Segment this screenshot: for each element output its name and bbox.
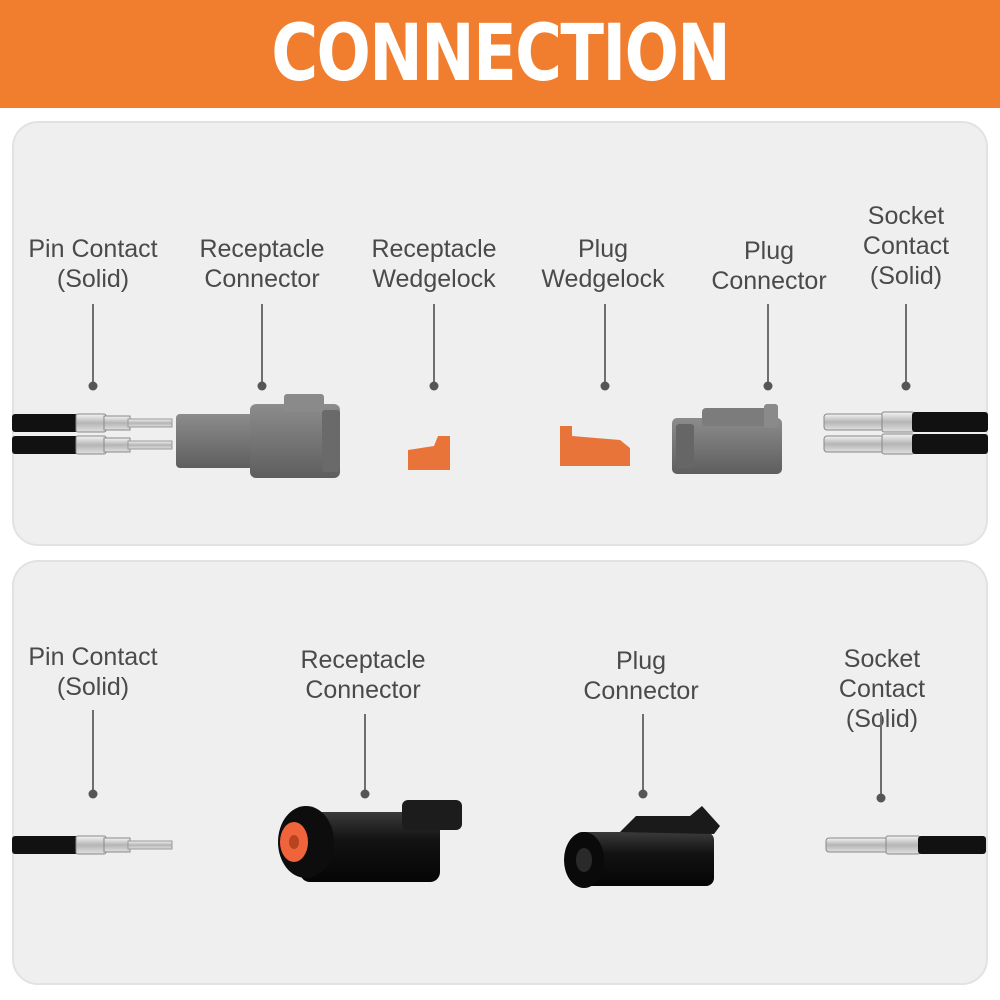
leader-line — [261, 304, 263, 386]
leader-line — [767, 304, 769, 386]
label-pin-contact: Pin Contact (Solid) — [28, 643, 158, 701]
receptacle-connector-icon — [278, 800, 462, 882]
leader-line — [604, 304, 606, 386]
page-title: CONNECTION — [271, 9, 731, 99]
label-socket-contact: Socket Contact (Solid) — [862, 202, 950, 290]
leader-line — [880, 712, 882, 798]
leader-dot — [638, 789, 648, 799]
receptacle-connector-icon — [176, 394, 340, 478]
socket-contact-icon — [823, 433, 988, 455]
leader-dot — [257, 381, 267, 391]
leader-dot — [88, 381, 98, 391]
leader-dot — [763, 381, 773, 391]
panel-dt-1-pin — [12, 560, 988, 985]
panel-dt-2-pin — [12, 121, 988, 546]
plug-connector-icon — [672, 404, 782, 474]
leader-dot — [901, 381, 911, 391]
leader-line — [905, 304, 907, 386]
leader-dot — [600, 381, 610, 391]
label-plug-connector: Plug Connector — [711, 237, 827, 295]
socket-contact-icon — [825, 835, 986, 855]
label-receptacle-connector: Receptacle Connector — [300, 646, 426, 704]
plug-connector-icon — [564, 806, 720, 888]
label-receptacle-wedgelock: Receptacle Wedgelock — [371, 235, 497, 293]
leader-dot — [88, 789, 98, 799]
socket-contact-icon — [823, 411, 988, 433]
label-receptacle-connector: Receptacle Connector — [199, 235, 325, 293]
leader-line — [364, 714, 366, 794]
label-pin-contact: Pin Contact (Solid) — [28, 235, 158, 293]
wedgelock-icon — [560, 426, 630, 466]
label-plug-connector: Plug Connector — [583, 647, 699, 705]
leader-line — [433, 304, 435, 386]
label-plug-wedgelock: Plug Wedgelock — [541, 235, 665, 293]
leader-line — [92, 304, 94, 386]
leader-line — [642, 714, 644, 794]
leader-dot — [360, 789, 370, 799]
leader-dot — [876, 793, 886, 803]
wedgelock-icon — [408, 436, 450, 470]
pin-contact-icon — [12, 413, 173, 433]
label-socket-contact: Socket Contact (Solid) — [838, 645, 926, 733]
pin-contact-icon — [12, 435, 173, 455]
pin-contact-icon — [12, 835, 173, 855]
leader-line — [92, 710, 94, 794]
leader-dot — [429, 381, 439, 391]
title-banner: CONNECTION — [0, 0, 1000, 108]
